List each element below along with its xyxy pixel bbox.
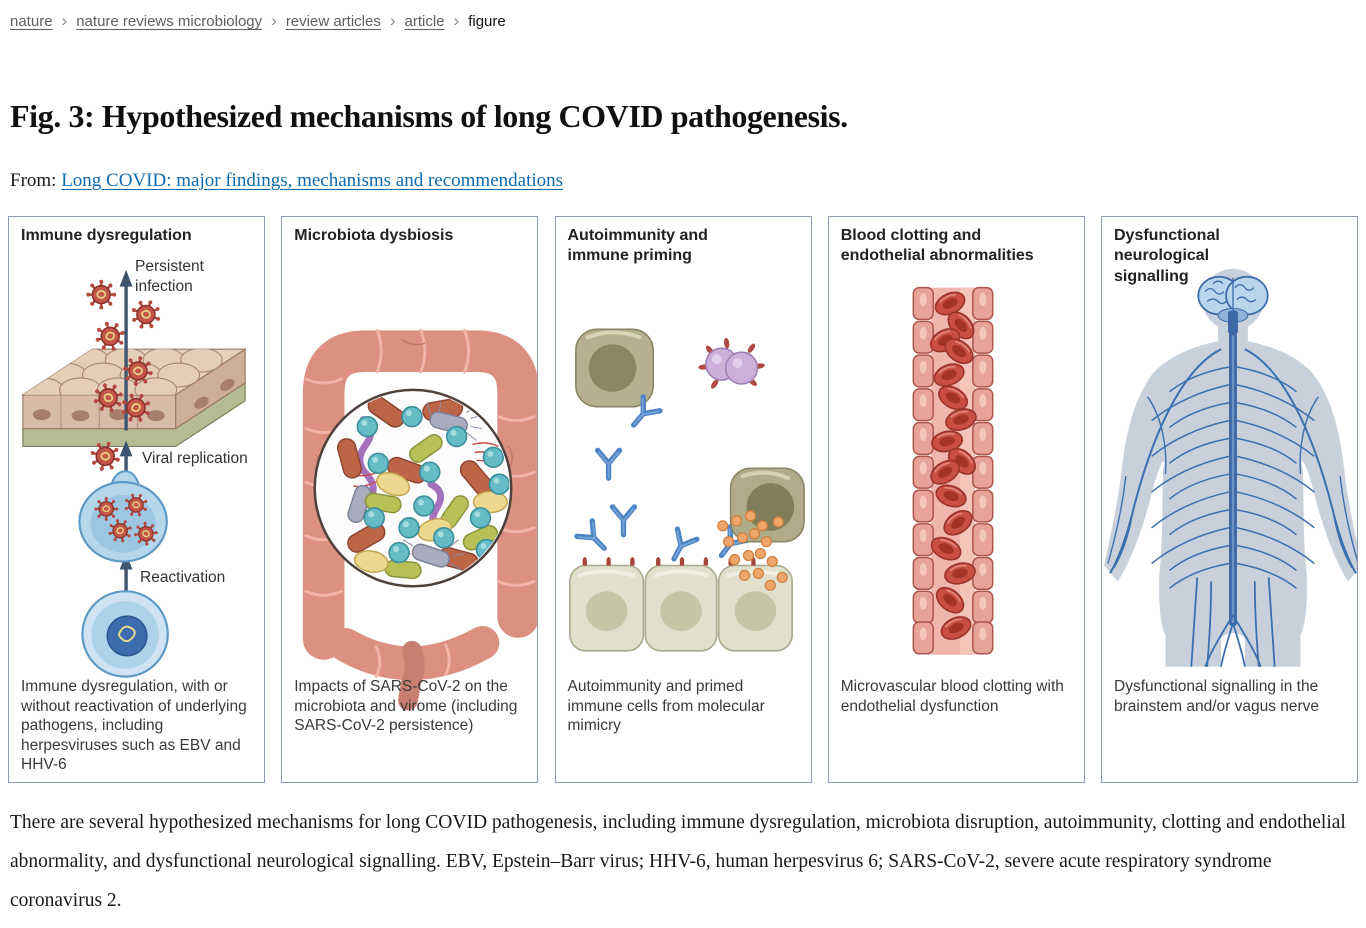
source-article-link[interactable]: Long COVID: major findings, mechanisms a…	[61, 170, 564, 191]
annotation-persistent-infection: Persistent infection	[135, 258, 204, 295]
brain-icon	[1197, 275, 1269, 335]
panel-title: Autoimmunity and immune priming	[567, 227, 708, 265]
panel-title: Dysfunctional neurological signalling	[1114, 227, 1220, 285]
nerves	[1107, 348, 1357, 668]
panel-neurological-signalling: Dysfunctional neurological signalling	[1101, 216, 1358, 783]
vesicle-illustration	[78, 470, 168, 563]
chevron-right-icon: ›	[61, 11, 68, 30]
panel-title: Blood clotting and endothelial abnormali…	[840, 227, 1034, 265]
figure-source-line: From: Long COVID: major findings, mechan…	[10, 170, 563, 192]
colon-illustration	[303, 328, 538, 711]
from-label: From:	[10, 170, 57, 191]
chevron-right-icon: ›	[271, 11, 277, 30]
panel-microbiota-dysbiosis: Microbiota dysbiosis	[281, 216, 539, 783]
neurological-signalling-illustration	[1103, 268, 1357, 668]
figure-panels: Immune dysregulation Persistent infectio…	[8, 216, 1358, 783]
panel-blood-clotting: Blood clotting and endothelial abnormali…	[827, 216, 1085, 783]
breadcrumb-link-article[interactable]: article	[404, 13, 445, 30]
panel-autoimmunity: Autoimmunity and immune priming	[554, 216, 812, 783]
figure-title: Fig. 3: Hypothesized mechanisms of long …	[10, 98, 848, 134]
microbiota-dysbiosis-illustration	[303, 328, 538, 711]
breadcrumb-current-figure: figure	[468, 13, 506, 30]
breadcrumb-link-journal[interactable]: nature reviews microbiology	[76, 13, 263, 30]
figure-description: There are several hypothesized mechanism…	[10, 812, 1346, 911]
spinal-cord	[1229, 332, 1237, 627]
panel-immune-dysregulation: Immune dysregulation Persistent infectio…	[8, 216, 265, 783]
panel-caption: Autoimmunity and primed immune cells fro…	[567, 678, 765, 734]
immune-dysregulation-illustration	[20, 269, 248, 678]
chevron-right-icon: ›	[389, 11, 396, 30]
panel-caption: Dysfunctional signalling in the brainste…	[1114, 678, 1320, 715]
blood-vessel-illustration	[912, 286, 994, 655]
panel-title: Immune dysregulation	[21, 227, 192, 244]
latent-cell-illustration	[81, 590, 169, 678]
panel-caption: Immune dysregulation, with or without re…	[21, 678, 247, 773]
breadcrumb-link-nature[interactable]: nature	[10, 13, 53, 30]
breadcrumb: nature › nature reviews microbiology › r…	[10, 11, 506, 30]
chevron-right-icon: ›	[453, 11, 460, 30]
pathogen-icon	[697, 337, 765, 389]
autoimmunity-illustration	[568, 328, 805, 652]
antibody-icon	[576, 397, 746, 564]
breadcrumb-link-review-articles[interactable]: review articles	[285, 13, 381, 30]
microbes-illustration	[335, 392, 510, 585]
primed-immune-cell-icon	[729, 467, 805, 543]
annotation-viral-replication: Viral replication	[142, 450, 248, 467]
arrow-persistent-infection	[119, 269, 133, 431]
immune-cell-icon	[574, 328, 654, 408]
blood-clotting-illustration	[912, 286, 994, 655]
arm-gaps	[1128, 462, 1338, 565]
panel-caption: Impacts of SARS-CoV-2 on the microbiota …	[294, 678, 518, 734]
panel-caption: Microvascular blood clotting with endoth…	[840, 678, 1064, 715]
annotation-reactivation: Reactivation	[140, 569, 226, 586]
panel-title: Microbiota dysbiosis	[294, 227, 454, 244]
